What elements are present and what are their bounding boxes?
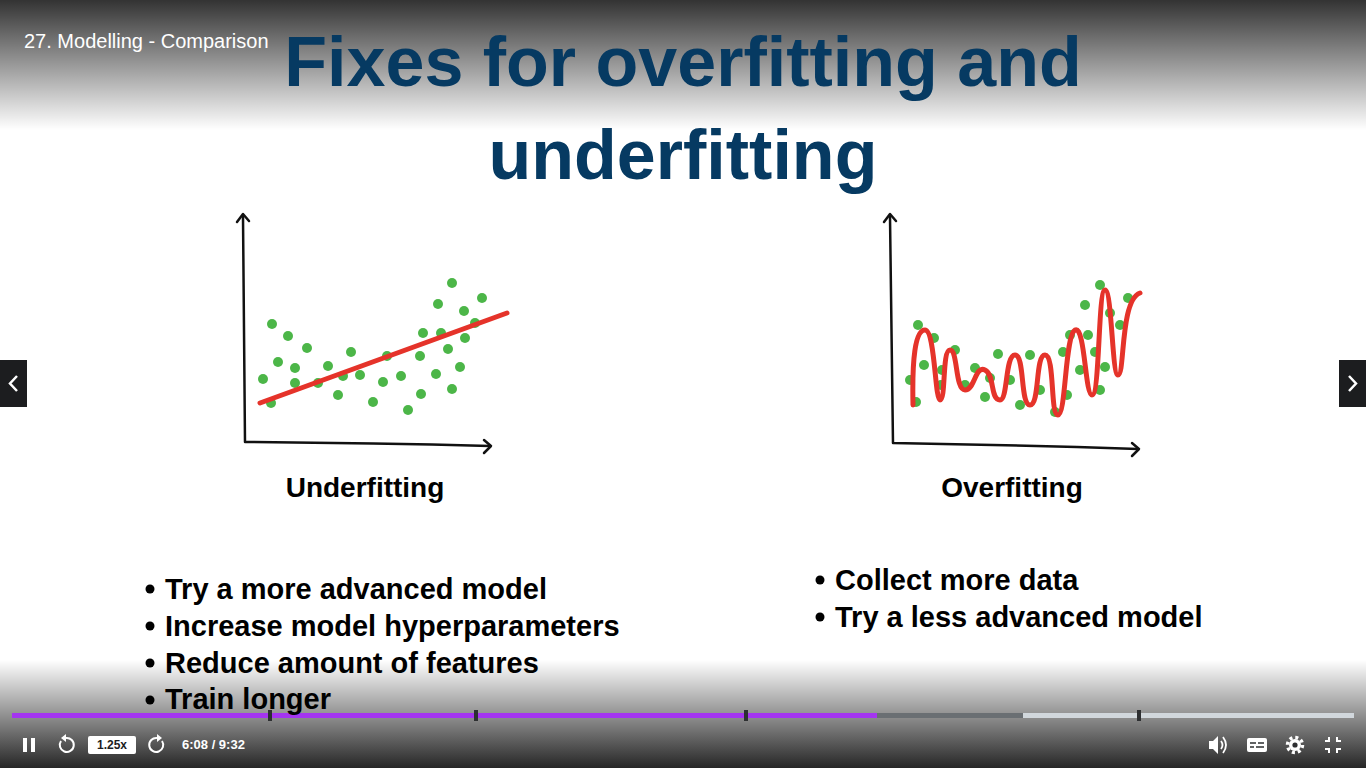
axis-arrowhead [884, 214, 896, 222]
prev-chevron [10, 376, 17, 391]
data-point [283, 331, 293, 341]
bullet-item: Increase model hyperparameters [165, 609, 620, 644]
data-point [273, 357, 283, 367]
next-button [1339, 360, 1366, 407]
data-point [455, 362, 465, 372]
next-chevron [1349, 376, 1356, 391]
settings-teeth [1288, 738, 1303, 753]
forward-icon [149, 738, 163, 752]
pause-icon [31, 738, 35, 752]
captions-icon [1247, 738, 1267, 752]
progress-buffer [877, 713, 1023, 718]
data-point [447, 278, 457, 288]
data-point [443, 344, 453, 354]
axis-arrowhead [237, 214, 249, 222]
slide-title: Fixes for overfitting and underfitting [183, 16, 1183, 202]
data-point [1080, 300, 1090, 310]
fit-curve [913, 290, 1140, 415]
speed-label: 1.25x [97, 738, 127, 752]
data-point [368, 397, 378, 407]
data-point [1015, 400, 1025, 410]
fit-line [260, 313, 507, 403]
chapter-marks [268, 710, 1141, 721]
data-point [460, 333, 470, 343]
prev-button [0, 360, 27, 407]
bullet-dot [816, 576, 825, 585]
chart-caption: Overfitting [941, 471, 1083, 505]
exit-fullscreen-icon [1325, 737, 1341, 753]
time-display: 6:08 / 9:32 [182, 737, 245, 753]
data-point [1100, 362, 1110, 372]
data-point [333, 390, 343, 400]
data-points [258, 278, 487, 415]
lecture-title: 27. Modelling - Comparison [24, 29, 269, 53]
axis-arrowhead [484, 440, 491, 453]
data-point [355, 370, 365, 380]
bullet-item: Train longer [165, 682, 331, 717]
data-point [980, 392, 990, 402]
bullet-dot [146, 622, 155, 631]
data-point [416, 389, 426, 399]
data-point [378, 377, 388, 387]
bullet-dot [816, 613, 825, 622]
bullet-item: Reduce amount of features [165, 646, 539, 681]
bullet-item: Try a less advanced model [835, 600, 1203, 635]
rewind-arrow [61, 734, 66, 742]
axis-arrowhead [1132, 443, 1139, 456]
overfitting-chart [884, 214, 1139, 456]
data-point [447, 384, 457, 394]
rewind-icon [60, 738, 74, 752]
captions-lines [1250, 743, 1264, 747]
pause-icon [23, 738, 27, 752]
chart-caption: Underfitting [286, 471, 445, 505]
chapter-mark [474, 710, 478, 721]
data-point [1083, 330, 1093, 340]
speed-button [88, 736, 136, 754]
data-point [477, 293, 487, 303]
data-point [323, 361, 333, 371]
data-point [267, 319, 277, 329]
bullet-item: Try a more advanced model [165, 572, 547, 607]
settings-icon [1289, 739, 1301, 751]
data-point [396, 371, 406, 381]
data-point [403, 405, 413, 415]
chapter-mark [744, 710, 748, 721]
data-point [433, 299, 443, 309]
data-point [431, 369, 441, 379]
data-point [258, 374, 268, 384]
data-point [919, 360, 929, 370]
settings-hole [1292, 742, 1297, 747]
forward-arrow [157, 734, 162, 742]
data-point [302, 343, 312, 353]
chapter-mark [1137, 710, 1141, 721]
bullet-dot [146, 585, 155, 594]
data-point [459, 306, 469, 316]
data-point [346, 347, 356, 357]
volume-waves [1221, 737, 1226, 753]
data-point [1025, 350, 1035, 360]
data-point [290, 363, 300, 373]
data-point [415, 351, 425, 361]
data-point [418, 328, 428, 338]
volume-icon [1209, 736, 1218, 754]
bullet-item: Collect more data [835, 563, 1078, 598]
data-point [993, 349, 1003, 359]
